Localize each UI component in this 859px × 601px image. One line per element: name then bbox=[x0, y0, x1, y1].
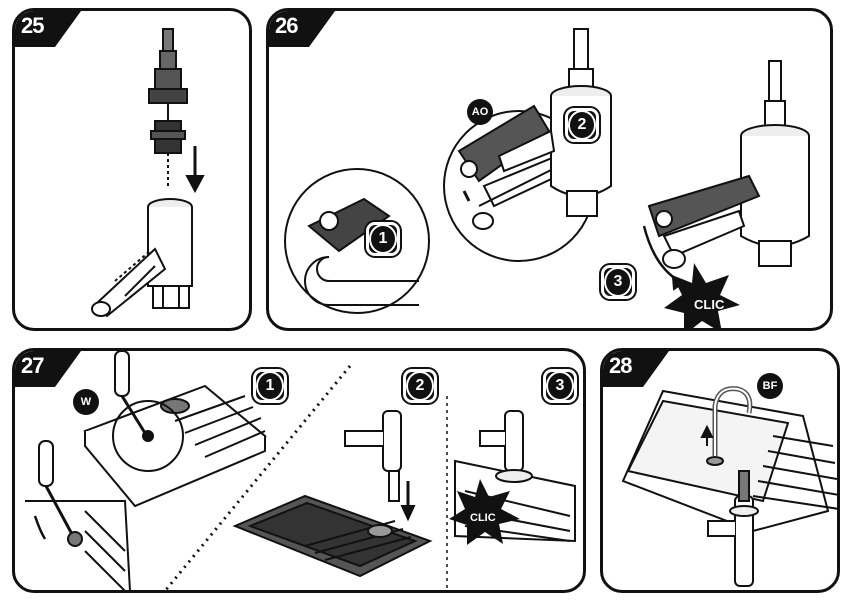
step-number: 27 bbox=[21, 353, 45, 378]
substep-2-badge: 2 bbox=[565, 108, 599, 142]
step-number: 26 bbox=[275, 13, 299, 38]
milk-tube-connection-illustration bbox=[621, 386, 837, 587]
step-26-panel: 26 bbox=[266, 8, 833, 331]
clic-label: CLIC bbox=[694, 297, 725, 312]
spout-latch-illustration: CLIC bbox=[284, 28, 810, 328]
milk-pipe-assembly-illustration bbox=[91, 28, 205, 318]
step-25-panel: 25 bbox=[12, 8, 252, 331]
substep-1-badge: 1 bbox=[253, 369, 287, 403]
step-number-tab: 25 bbox=[15, 11, 85, 53]
step-number: 25 bbox=[21, 13, 45, 38]
w-label: W bbox=[73, 389, 99, 415]
step-27-panel: 27 bbox=[12, 348, 586, 593]
substep-3-badge: 3 bbox=[601, 265, 635, 299]
drip-tray-screw-illustration: CLIC bbox=[25, 351, 576, 590]
substep-3-badge: 3 bbox=[543, 369, 577, 403]
substep-1-badge: 1 bbox=[366, 222, 400, 256]
substep-2-badge: 2 bbox=[403, 369, 437, 403]
step-28-panel: 28 BF bbox=[600, 348, 840, 593]
step-number-tab: 28 bbox=[603, 351, 673, 393]
step-number: 28 bbox=[609, 353, 633, 378]
step-number-tab: 27 bbox=[15, 351, 85, 393]
bf-label: BF bbox=[757, 373, 783, 399]
step-number-tab: 26 bbox=[269, 11, 339, 53]
ao-label: AO bbox=[467, 99, 493, 125]
clic-label: CLIC bbox=[470, 512, 496, 524]
